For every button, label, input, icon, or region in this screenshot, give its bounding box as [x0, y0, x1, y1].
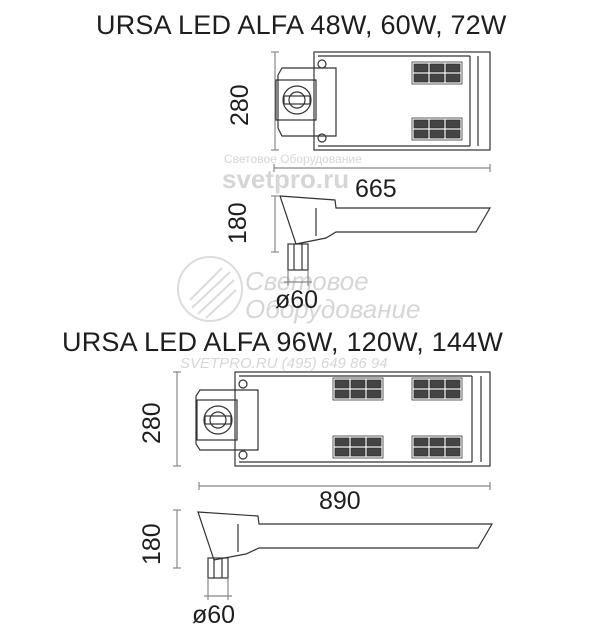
- watermark-small-text: Световое Оборудование: [224, 152, 362, 166]
- top-pipe-dimension: ø60: [275, 286, 319, 314]
- watermark-logo-icon: [177, 256, 243, 322]
- bottom-length-dimension: 890: [319, 487, 361, 515]
- bottom-title: URSA LED ALFA 96W, 120W, 144W: [62, 327, 504, 357]
- watermark-line-b: Оборудование: [245, 294, 421, 324]
- bottom-side-height-dimension: 180: [138, 523, 166, 565]
- watermark-big-text: svetpro.ru: [222, 164, 350, 194]
- top-title: URSA LED ALFA 48W, 60W, 72W: [96, 10, 507, 40]
- watermark-line-c: SVETPRO.RU (495) 649 86 94: [180, 355, 388, 372]
- top-length-dimension: 665: [355, 175, 397, 203]
- bottom-pipe-dimension: ø60: [192, 601, 236, 629]
- watermark-line-a: Световое: [245, 266, 369, 296]
- bottom-side-view: [173, 509, 494, 600]
- top-plan-view: [271, 51, 491, 172]
- bottom-plan-view: [173, 371, 491, 490]
- bottom-height-dimension: 280: [138, 402, 166, 444]
- top-side-view: [271, 195, 492, 286]
- top-side-height-dimension: 180: [224, 202, 252, 244]
- top-height-dimension: 280: [226, 84, 254, 126]
